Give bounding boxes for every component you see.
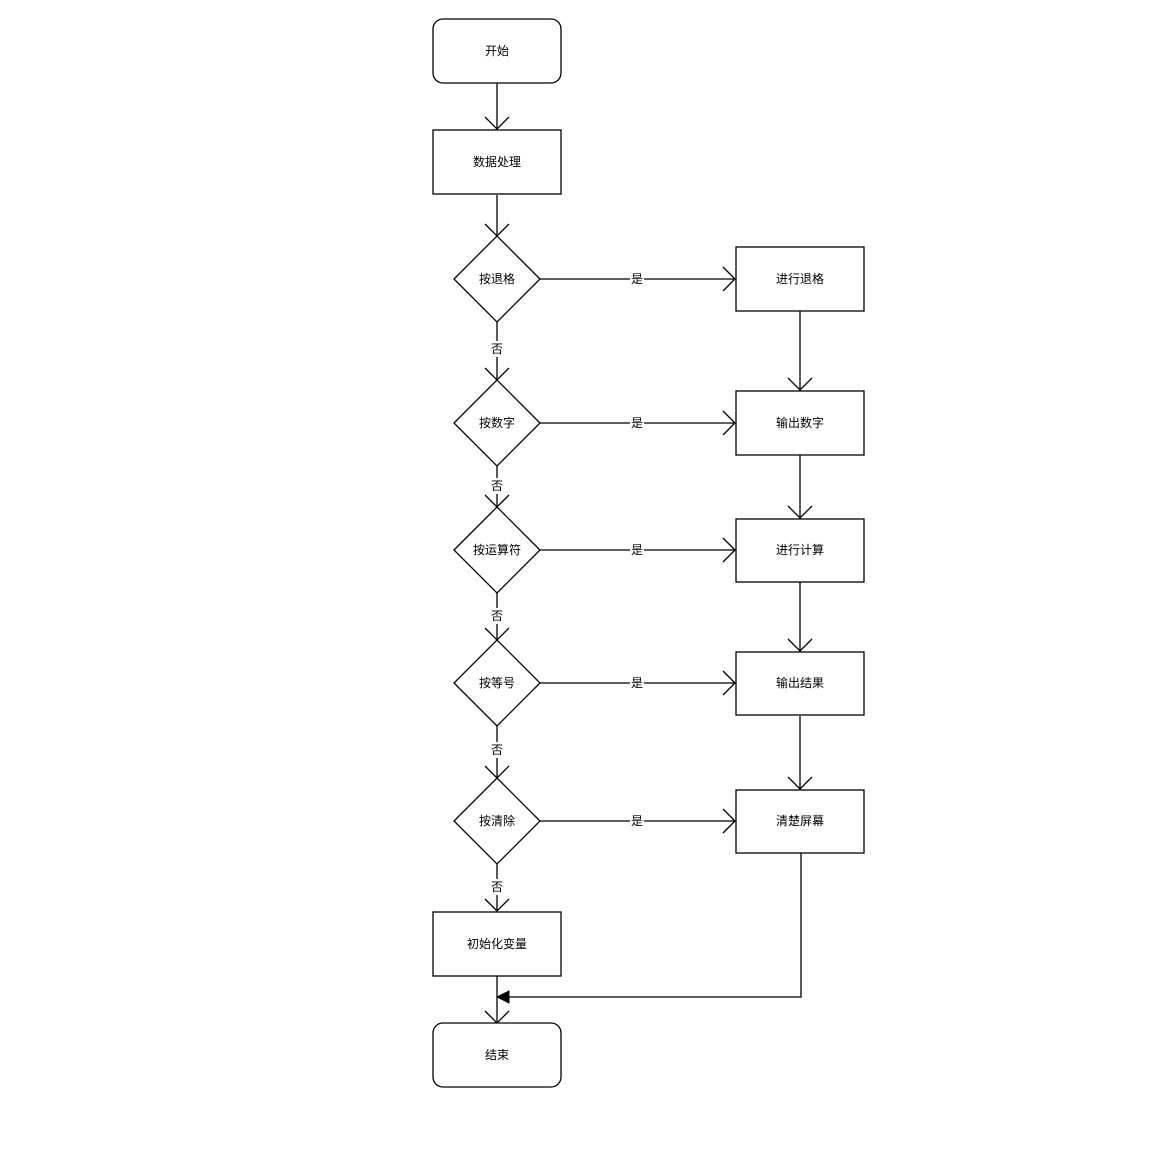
decision-digit-label: 按数字	[479, 415, 515, 430]
arrowhead	[787, 776, 813, 790]
decision-backspace-label: 按退格	[479, 271, 515, 286]
end-node: 结束	[432, 1022, 562, 1088]
decision-backspace: 按退格	[453, 235, 541, 323]
process-node: 数据处理	[432, 129, 562, 195]
label-clear-yes: 是	[631, 814, 643, 828]
do-calc-node: 进行计算	[735, 518, 865, 583]
output-result-node: 输出结果	[735, 651, 865, 716]
decision-clear-label: 按清除	[479, 813, 515, 828]
arrowhead	[722, 410, 736, 436]
arrowhead	[484, 116, 510, 130]
label-digit-yes: 是	[631, 416, 643, 430]
decision-equal: 按等号	[453, 639, 541, 727]
arrowhead	[722, 808, 736, 834]
process-label: 数据处理	[473, 154, 521, 169]
arrowhead	[484, 898, 510, 912]
edge-labels: 是 是 是 是 是 否 否 否 否 否	[489, 271, 644, 895]
start-label: 开始	[485, 44, 509, 58]
output-digit-node: 输出数字	[735, 390, 865, 456]
arrowhead	[722, 670, 736, 696]
label-digit-no: 否	[491, 479, 503, 493]
nodes: 开始 数据处理 按退格 按数字 按运算符 按等号 按清除	[432, 18, 865, 1088]
init-vars-node: 初始化变量	[432, 911, 562, 977]
decision-operator-label: 按运算符	[473, 542, 521, 557]
decision-digit: 按数字	[453, 379, 541, 467]
clear-screen-label: 清楚屏幕	[776, 814, 824, 828]
end-label: 结束	[485, 1048, 509, 1062]
decision-operator: 按运算符	[453, 506, 541, 594]
label-operator-no: 否	[491, 609, 503, 623]
edge-clear-screen-to-end	[509, 853, 802, 998]
do-calc-label: 进行计算	[776, 542, 824, 557]
label-backspace-yes: 是	[631, 272, 643, 286]
output-digit-label: 输出数字	[776, 415, 824, 430]
filled-arrowhead	[495, 990, 510, 1004]
output-result-label: 输出结果	[776, 675, 824, 690]
do-backspace-label: 进行退格	[776, 271, 824, 286]
label-operator-yes: 是	[631, 543, 643, 557]
arrowhead	[722, 266, 736, 292]
decision-equal-label: 按等号	[479, 676, 515, 690]
arrowhead	[787, 505, 813, 519]
label-equal-yes: 是	[631, 676, 643, 690]
init-vars-label: 初始化变量	[467, 936, 527, 951]
arrowhead	[787, 638, 813, 652]
start-node: 开始	[432, 18, 562, 84]
do-backspace-node: 进行退格	[735, 246, 865, 312]
decision-clear: 按清除	[453, 777, 541, 865]
clear-screen-node: 清楚屏幕	[735, 789, 865, 854]
label-equal-no: 否	[491, 743, 503, 757]
label-backspace-no: 否	[491, 342, 503, 356]
arrowhead	[787, 377, 813, 391]
arrowhead	[722, 537, 736, 563]
label-clear-no: 否	[491, 880, 503, 894]
